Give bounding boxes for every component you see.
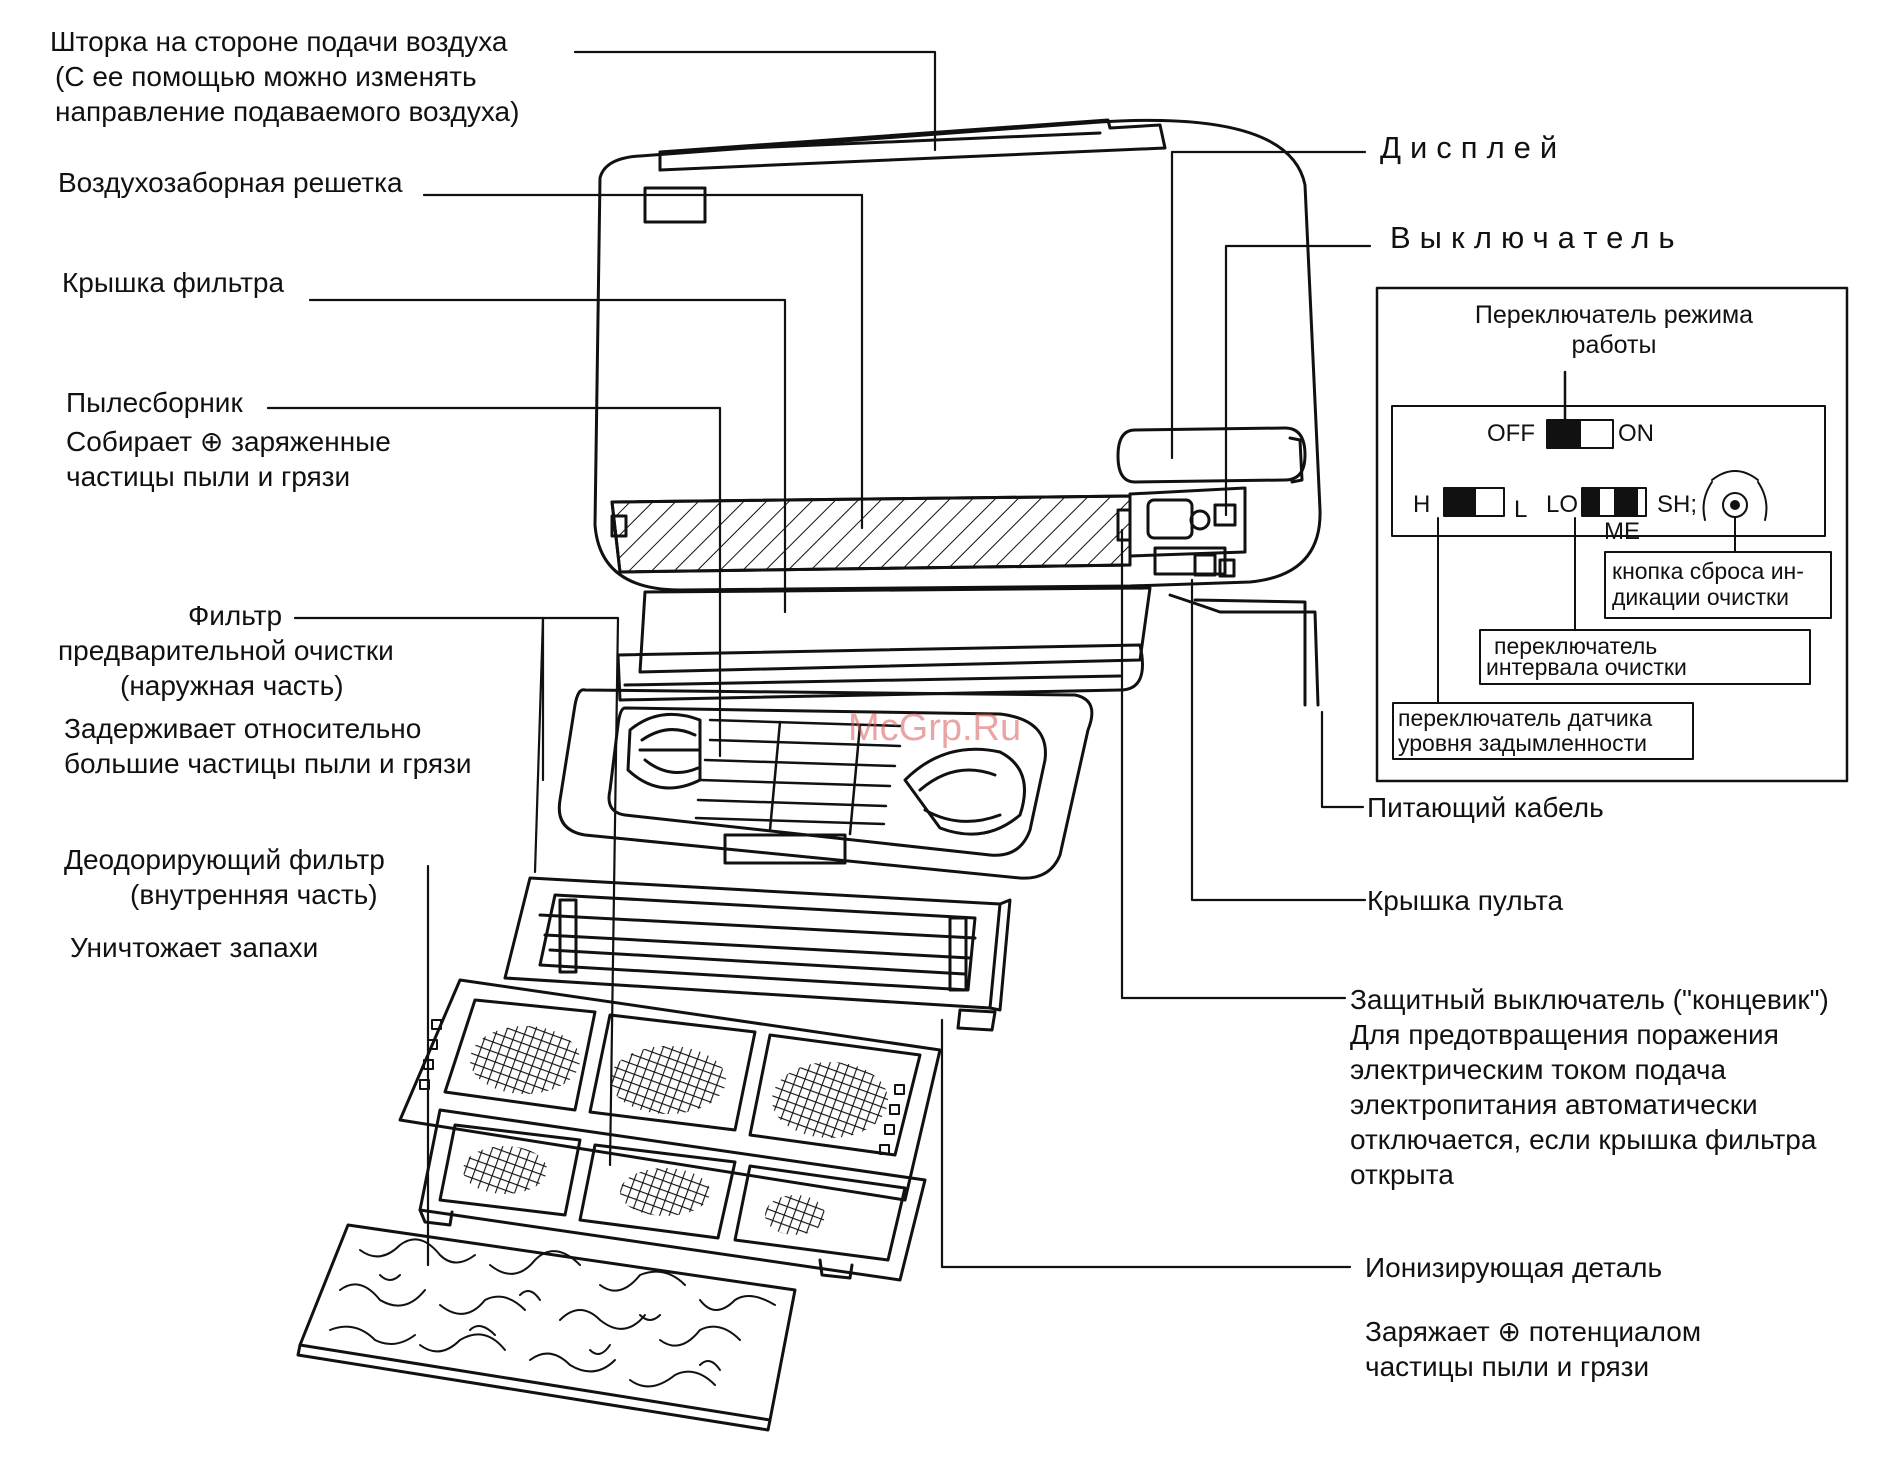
carbon-pad	[296, 1223, 797, 1432]
label-filter-cover: Крышка фильтра	[62, 267, 285, 298]
smoke-line-2: уровня задымленности	[1398, 730, 1647, 756]
label-panel-cover: Крышка пульта	[1367, 885, 1564, 916]
power-cable	[1168, 593, 1320, 707]
safety-desc-1: Для предотвращения поражения	[1350, 1019, 1779, 1050]
smoke-line-1: переключатель датчика	[1398, 705, 1653, 731]
label-l: L	[1514, 496, 1528, 523]
label-sh: SH;	[1657, 491, 1698, 518]
watermark: McGrp.Ru	[848, 707, 1022, 749]
label-interval-switch: переключатель интервала очистки	[1486, 633, 1687, 680]
mode-switch-line-1: Переключатель режима	[1474, 301, 1754, 329]
prefilter-desc-1: Задерживает относительно	[64, 713, 422, 744]
deodorizing-tray	[418, 1108, 927, 1282]
label-dust-collector: Пылесборник Собирает ⊕ заряженные частиц…	[66, 385, 391, 494]
label-smoke-sensor-switch: переключатель датчика уровня задымленнос…	[1398, 706, 1652, 756]
deodor-title: Деодорирующий фильтр	[64, 844, 385, 875]
filter-cover	[616, 586, 1152, 702]
label-switch: Выключатель	[1390, 220, 1684, 255]
label-on: ON	[1618, 420, 1654, 447]
safety-desc-2: электрическим током подача	[1350, 1054, 1727, 1085]
dust-collector-title: Пылесборник	[66, 387, 243, 418]
interval-line-1: переключатель	[1494, 633, 1658, 659]
ionizer-desc-2: частицы пыли и грязи	[1365, 1351, 1650, 1382]
label-deodor-filter: Деодорирующий фильтр (внутренняя часть) …	[64, 842, 385, 965]
dust-collector-desc-1: Собирает ⊕ заряженные	[66, 426, 391, 457]
prefilter-title-1: Фильтр	[188, 600, 283, 631]
ionizer-desc-1: Заряжает ⊕ потенциалом	[1365, 1316, 1702, 1347]
deodor-subtitle: (внутренняя часть)	[130, 879, 378, 910]
deodor-desc: Уничтожает запахи	[70, 932, 319, 963]
label-lo: LO	[1546, 491, 1579, 518]
label-prefilter: Фильтр предварительной очистки (наружная…	[58, 598, 472, 781]
interval-line-2: интервала очистки	[1486, 654, 1687, 680]
control-panel-inset	[1375, 286, 1849, 783]
label-intake-grille: Воздухозаборная решетка	[58, 167, 403, 198]
label-mode-switch: Переключатель режима работы	[1446, 300, 1782, 360]
reset-line-2: дикации очистки	[1612, 584, 1789, 610]
label-h: H	[1413, 491, 1431, 518]
dust-collector	[398, 978, 942, 1202]
prefilter-title-3: (наружная часть)	[120, 670, 344, 701]
safety-desc-5: открыта	[1350, 1159, 1454, 1190]
safety-desc-3: электропитания автоматически	[1350, 1089, 1758, 1120]
ionizer-title: Ионизирующая деталь	[1365, 1252, 1663, 1283]
safety-title: Защитный выключатель ("концевик")	[1350, 984, 1829, 1015]
safety-desc-4: отключается, если крышка фильтра	[1350, 1124, 1817, 1155]
label-me: ME	[1604, 518, 1640, 545]
label-ionizer: Ионизирующая деталь Заряжает ⊕ потенциал…	[1365, 1250, 1701, 1384]
label-display: Дисплей	[1380, 130, 1567, 165]
label-off: OFF	[1487, 420, 1535, 447]
reset-line-1: кнопка сброса ин-	[1612, 558, 1804, 584]
label-safety-switch: Защитный выключатель ("концевик") Для пр…	[1350, 982, 1829, 1192]
label-power-cable: Питающий кабель	[1367, 792, 1604, 823]
label-air-shutter: Шторка на стороне подачи воздуха (С ее п…	[50, 24, 519, 129]
prefilter-title-2: предварительной очистки	[58, 635, 394, 666]
air-shutter-title: Шторка на стороне подачи воздуха	[50, 26, 508, 57]
leader-lines	[266, 50, 1372, 1269]
label-reset-button: кнопка сброса ин- дикации очистки	[1612, 558, 1804, 610]
air-shutter-desc-2: направление подаваемого воздуха)	[55, 96, 520, 127]
ionizer-frame	[503, 876, 1012, 1032]
mode-switch-line-2: работы	[1571, 331, 1657, 359]
dust-collector-desc-2: частицы пыли и грязи	[66, 461, 351, 492]
prefilter-desc-2: большие частицы пыли и грязи	[64, 748, 472, 779]
housing	[593, 118, 1322, 592]
prefilter	[557, 688, 1094, 880]
air-shutter-desc-1: (С ее помощью можно изменять	[55, 61, 477, 92]
